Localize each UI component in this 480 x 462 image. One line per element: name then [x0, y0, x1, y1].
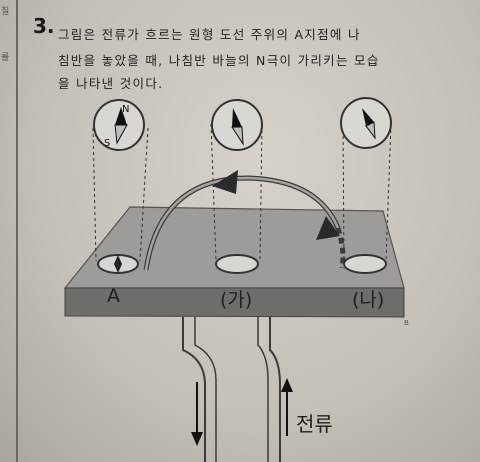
compass-ga-north-needle — [232, 108, 242, 127]
wire-right-outer — [269, 317, 281, 462]
question-line-3: 을 나타낸 것이다. — [58, 76, 164, 91]
question-number: 3. — [33, 14, 55, 38]
circular-wire-under-board — [335, 227, 346, 269]
question-line-1: 그림은 전류가 흐르는 원형 도선 주위의 A지점에 나 — [58, 27, 361, 42]
corner-mark: B — [404, 319, 409, 327]
point-label-ga: (가) — [220, 289, 253, 311]
wire-right-inner — [257, 317, 269, 462]
current-up-arrowhead — [281, 378, 293, 392]
arc-arrowhead-right — [316, 216, 340, 240]
small-compass-needle-a — [114, 255, 122, 273]
projection-lines — [92, 123, 392, 262]
compass-a-s-label: S — [104, 138, 110, 149]
compass-a-n-label: N — [122, 104, 129, 115]
margin-rule — [16, 0, 18, 462]
circular-wire-arc-inner — [144, 176, 340, 271]
compass-na-south-needle — [365, 121, 376, 140]
point-label-na: (나) — [352, 289, 385, 311]
margin-mark-bottom: 률 — [1, 53, 10, 63]
compass-a-north-needle — [115, 107, 127, 125]
wire-left-outer — [182, 317, 206, 462]
compass-na-north-needle — [362, 108, 374, 126]
compass-ga-south-needle — [231, 126, 244, 146]
margin-mark-top: 질 — [1, 7, 10, 17]
hole-ga — [215, 254, 259, 274]
current-down-arrowhead — [191, 432, 203, 446]
current-label: 전류 — [296, 412, 333, 436]
arc-arrowhead-top — [212, 170, 238, 194]
question-line-2: 침반을 놓았을 때, 나침반 바늘의 N극이 가리키는 모습 — [58, 53, 380, 68]
point-label-a: A — [107, 285, 120, 307]
board-top — [63, 206, 405, 289]
wire-left-inner — [194, 317, 217, 462]
board-front — [64, 287, 405, 318]
hole-na — [343, 254, 387, 274]
compass-a-south-needle — [114, 124, 128, 145]
